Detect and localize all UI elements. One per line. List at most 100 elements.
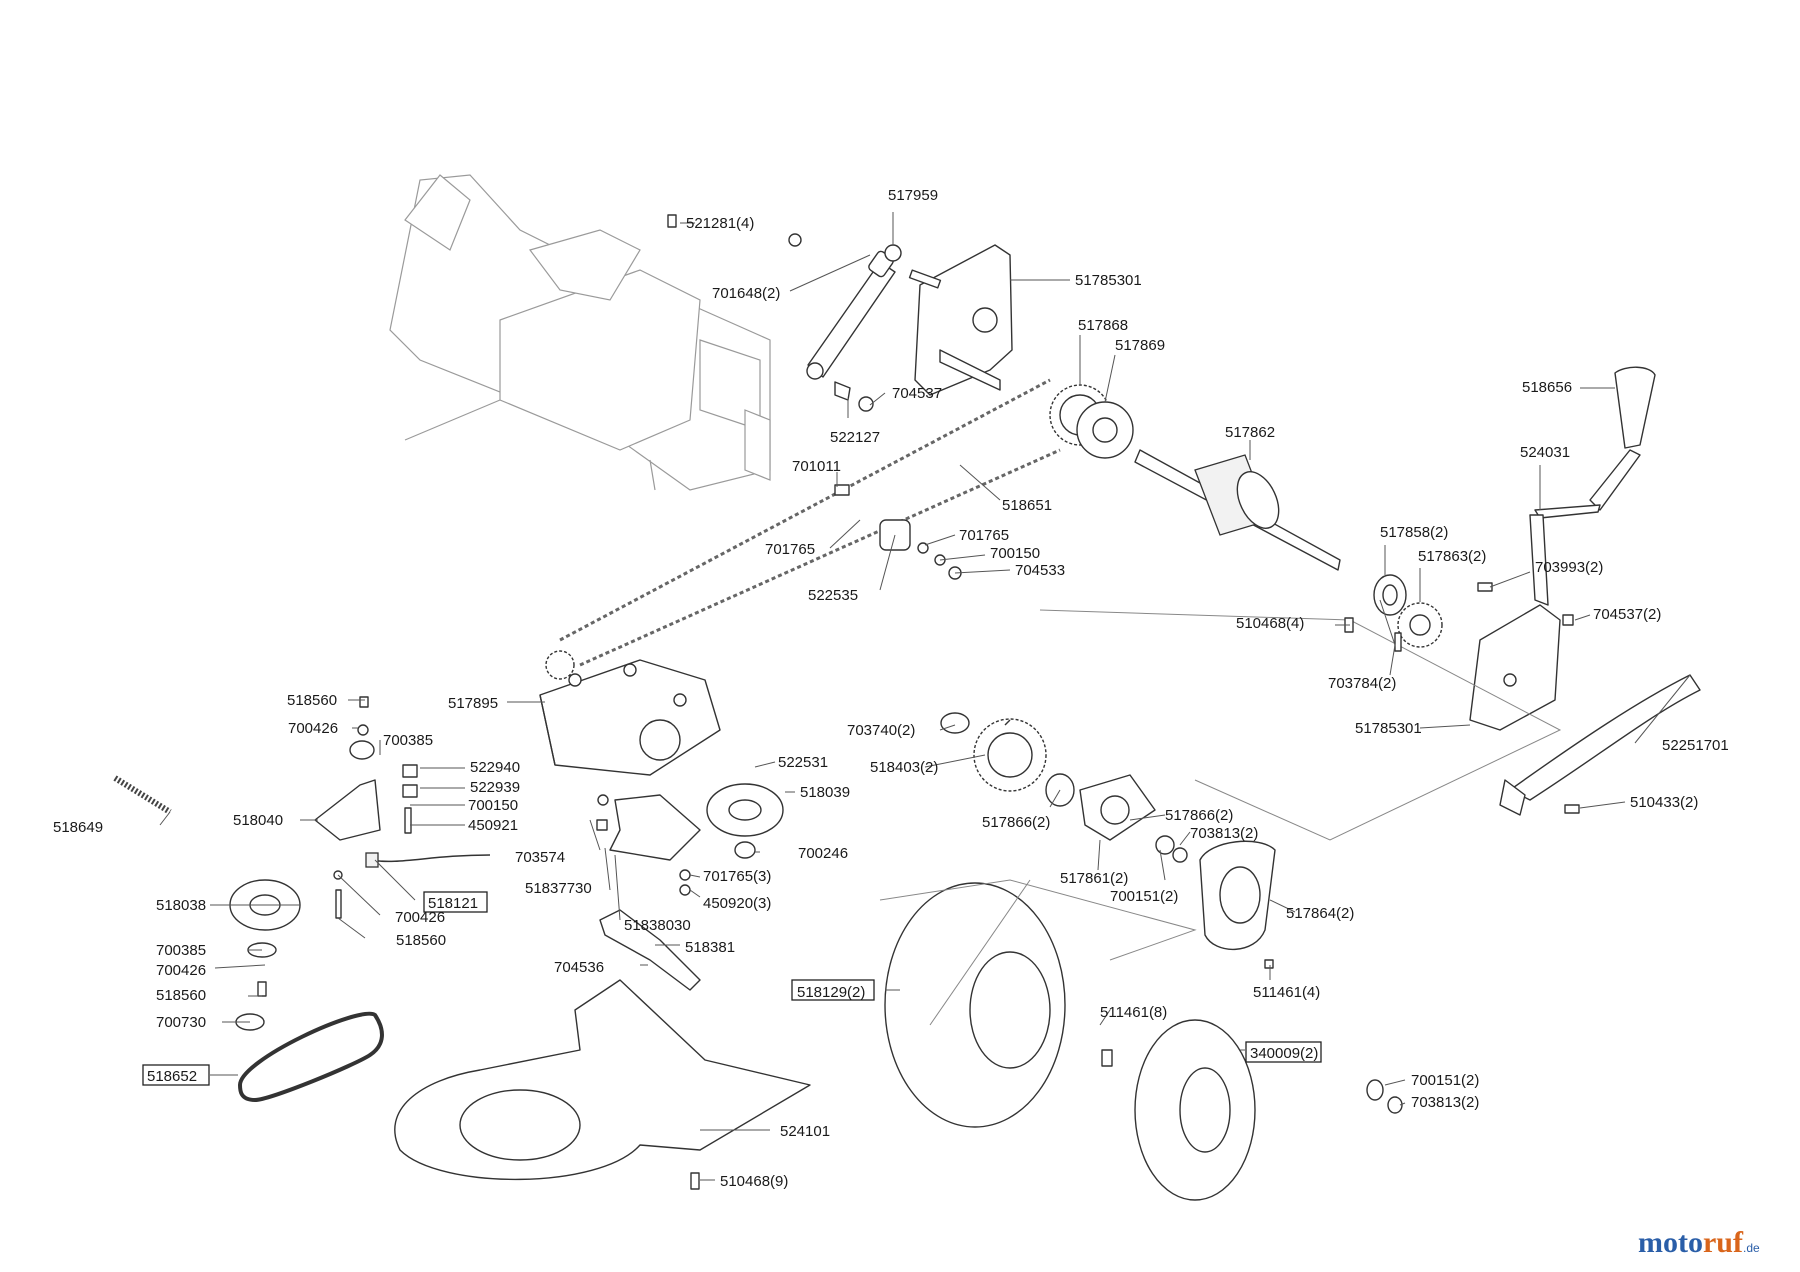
part-label-510468b: 510468(9) (720, 1173, 788, 1190)
part-label-518560c: 518560 (156, 987, 206, 1004)
assembly-guide-lines (879, 609, 1562, 1026)
part-label-518652: 518652 (147, 1068, 197, 1085)
part-label-518038: 518038 (156, 897, 206, 914)
part-label-51785301a: 51785301 (1075, 272, 1142, 289)
part-label-524031: 524031 (1520, 444, 1570, 461)
part-label-517864: 517864(2) (1286, 905, 1354, 922)
gear-517863-drawing (1373, 574, 1443, 648)
bracket-518040-drawing (314, 740, 381, 841)
v-belt-drawing (237, 1011, 384, 1103)
cable-518121-drawing (365, 852, 491, 868)
part-label-511461a: 511461(4) (1253, 984, 1320, 1001)
part-label-517858: 517858(2) (1380, 524, 1448, 541)
part-label-701765b: 701765 (765, 541, 815, 558)
part-label-703740: 703740(2) (847, 722, 915, 739)
part-label-522939: 522939 (470, 779, 520, 796)
axle-shaft-drawing (1134, 449, 1341, 571)
sprocket-drawing (1049, 384, 1134, 459)
gearbox-drawing (539, 650, 721, 776)
part-label-517959: 517959 (888, 187, 938, 204)
part-label-703784: 703784(2) (1328, 675, 1396, 692)
part-label-704537: 704537 (892, 385, 942, 402)
part-label-522127: 522127 (830, 429, 880, 446)
part-label-518560b: 518560 (396, 932, 446, 949)
lever-handle-drawing (1469, 366, 1656, 731)
part-label-701765c: 701765(3) (703, 868, 771, 885)
part-label-511461b: 511461(8) (1100, 1004, 1167, 1021)
part-label-701765a: 701765 (959, 527, 1009, 544)
part-label-704536: 704536 (554, 959, 604, 976)
part-label-518656: 518656 (1522, 379, 1572, 396)
part-label-518381: 518381 (685, 939, 735, 956)
part-label-51785301b: 51785301 (1355, 720, 1422, 737)
part-label-703993: 703993(2) (1535, 559, 1603, 576)
part-label-518649: 518649 (53, 819, 103, 836)
part-label-700385b: 700385 (156, 942, 206, 959)
gear-518403-drawing (973, 718, 1188, 863)
part-label-700246: 700246 (798, 845, 848, 862)
part-label-700426a: 700426 (288, 720, 338, 737)
part-label-703813b: 703813(2) (1411, 1094, 1479, 1111)
part-label-518651: 518651 (1002, 497, 1052, 514)
part-label-701648: 701648(2) (712, 285, 780, 302)
mounting-plate-drawing (908, 244, 1013, 396)
cover-517864-drawing (1199, 840, 1276, 951)
part-label-450920: 450920(3) (703, 895, 771, 912)
part-label-340009: 340009(2) (1250, 1045, 1318, 1062)
part-label-700426c: 700426 (156, 962, 206, 979)
spring-518649-drawing (113, 775, 172, 815)
part-label-700150b: 700150 (468, 797, 518, 814)
part-label-450921: 450921 (468, 817, 518, 834)
part-label-518838030: 51838030 (624, 917, 691, 934)
part-label-701011: 701011 (792, 458, 841, 475)
part-label-517895: 517895 (448, 695, 498, 712)
chassis-frame-drawing (389, 174, 771, 491)
part-label-52251701: 52251701 (1662, 737, 1729, 754)
part-label-700151b: 700151(2) (1411, 1072, 1479, 1089)
part-label-518403: 518403(2) (870, 759, 938, 776)
part-label-518121: 518121 (428, 895, 478, 912)
part-label-700730: 700730 (156, 1014, 206, 1031)
part-label-522535: 522535 (808, 587, 858, 604)
part-label-521281: 521281(4) (686, 215, 754, 232)
pulley-518039-drawing (706, 783, 784, 837)
part-label-522940: 522940 (470, 759, 520, 776)
part-label-510433: 510433(2) (1630, 794, 1698, 811)
part-label-700385a: 700385 (383, 732, 433, 749)
part-label-517863: 517863(2) (1418, 548, 1486, 565)
part-label-703574: 703574 (515, 849, 565, 866)
part-label-704537b: 704537(2) (1593, 606, 1661, 623)
part-label-700151a: 700151(2) (1110, 888, 1178, 905)
motoruf-logo: motoruf.de (1638, 1226, 1760, 1259)
gas-spring-drawing (806, 244, 902, 412)
part-label-517861: 517861(2) (1060, 870, 1128, 887)
part-label-518837730: 51837730 (525, 880, 592, 897)
part-label-700150a: 700150 (990, 545, 1040, 562)
part-label-518560a: 518560 (287, 692, 337, 709)
deck-plate-drawing (394, 979, 811, 1181)
part-label-700426b: 700426 (395, 909, 445, 926)
part-label-517866b: 517866(2) (982, 814, 1050, 831)
part-label-517868: 517868 (1078, 317, 1128, 334)
part-label-522531: 522531 (778, 754, 828, 771)
boxed-label-frames (142, 891, 1322, 1086)
part-label-517866a: 517866(2) (1165, 807, 1233, 824)
part-label-517862: 517862 (1225, 424, 1275, 441)
part-label-524101: 524101 (780, 1123, 830, 1140)
drive-chain-drawing (559, 378, 1061, 667)
part-label-510468a: 510468(4) (1236, 615, 1304, 632)
pulley-518038-drawing (229, 879, 301, 958)
wheel-tire-drawing (884, 882, 1403, 1201)
part-label-704533: 704533 (1015, 562, 1065, 579)
bracket-518381-drawing (599, 909, 701, 991)
part-number-labels: 521281(4) 517959 51785301 701648(2) 517868 51… (53, 187, 1729, 1190)
bracket-51837730-drawing (609, 794, 701, 861)
part-label-518129: 518129(2) (797, 984, 865, 1001)
part-label-517869: 517869 (1115, 337, 1165, 354)
part-label-518039: 518039 (800, 784, 850, 801)
leader-lines (159, 212, 1691, 1181)
part-label-518040: 518040 (233, 812, 283, 829)
part-label-703813a: 703813(2) (1190, 825, 1258, 842)
